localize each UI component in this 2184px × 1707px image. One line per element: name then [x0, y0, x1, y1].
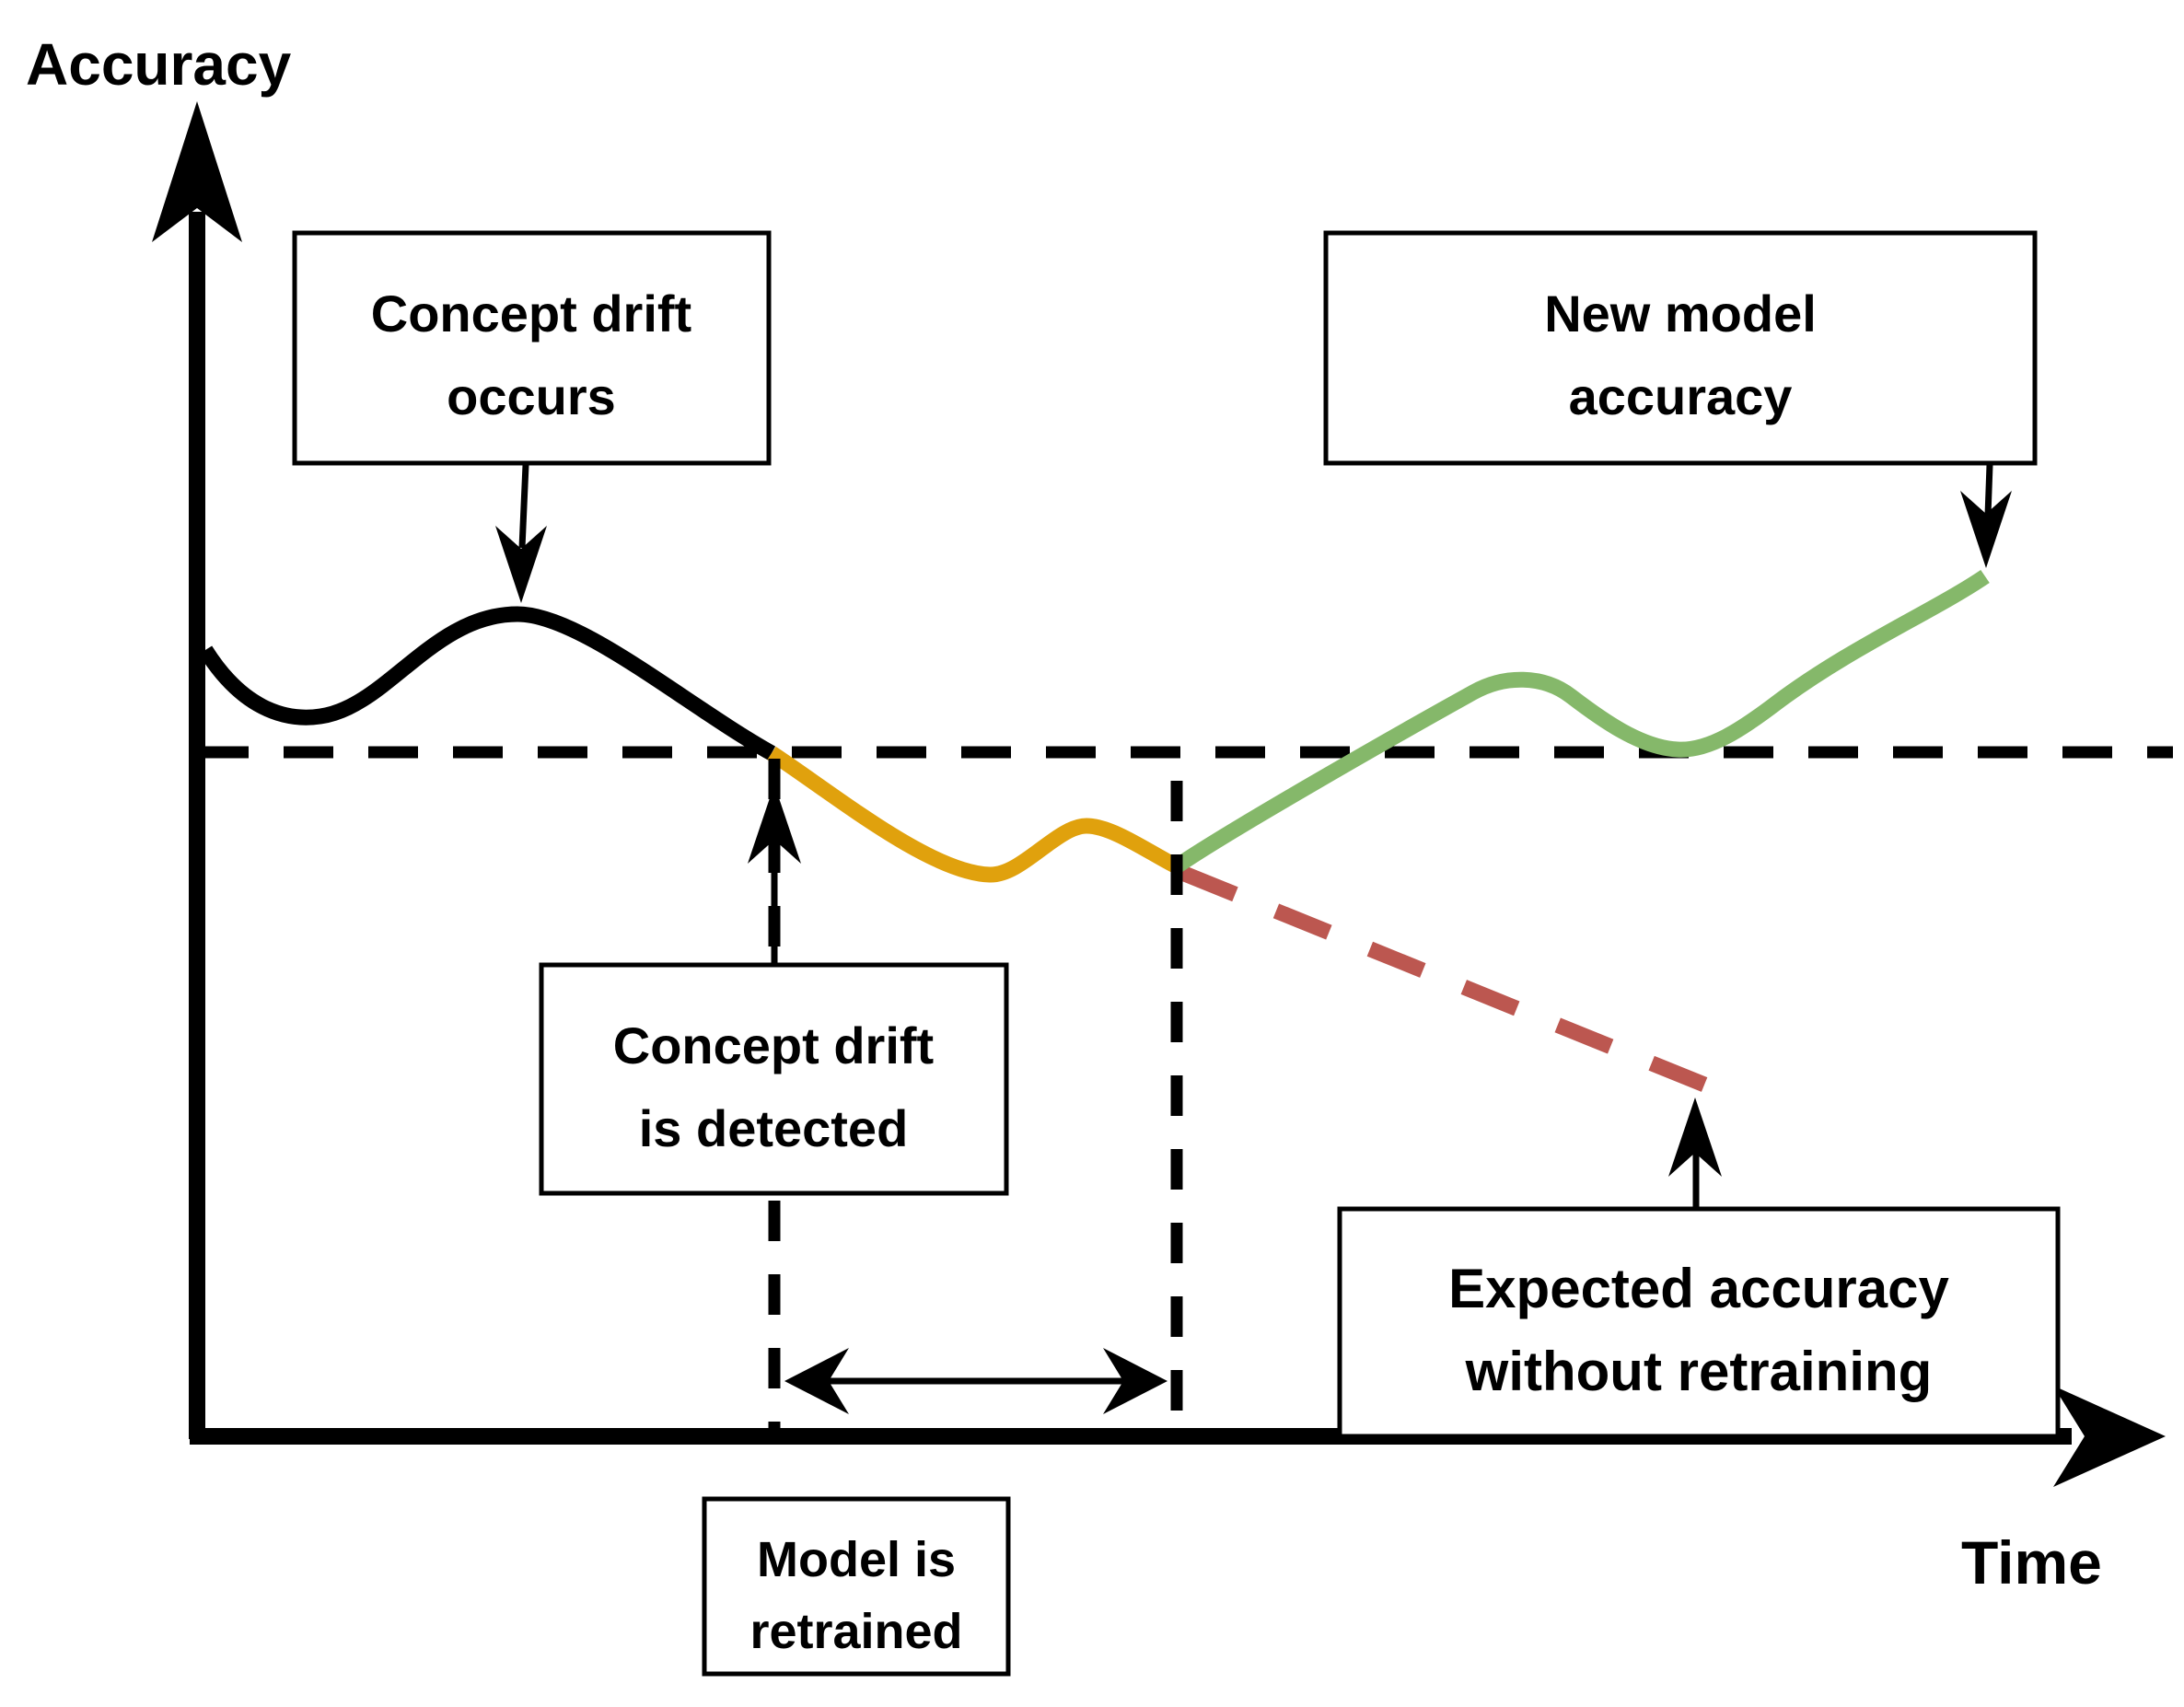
concept-drift-detected-label-line1: Concept drift — [613, 1016, 934, 1074]
concept-drift-detected-box: Concept drift is detected — [539, 784, 1009, 1196]
retrain-interval-arrow-left-head — [784, 1348, 849, 1414]
new-model-accuracy-arrow-head — [1960, 491, 2012, 568]
concept-drift-occurs-arrow-head — [495, 526, 547, 603]
new-model-accuracy-label-line1: New model — [1544, 284, 1817, 343]
concept-drift-occurs-label-line2: occurs — [447, 367, 616, 425]
new-model-accuracy-box: New model accuracy — [1323, 230, 2038, 568]
retrain-interval-arrow — [784, 1348, 1168, 1414]
concept-drift-detected-arrow-head — [748, 784, 801, 864]
expected-accuracy-rect — [1337, 1206, 2061, 1439]
drift-accuracy-curve — [767, 746, 1180, 883]
x-axis-label: Time — [1961, 1528, 2102, 1597]
y-axis-label: Accuracy — [26, 31, 292, 98]
concept-drift-detected-rect — [539, 962, 1009, 1196]
concept-drift-occurs-box: Concept drift occurs — [292, 230, 772, 603]
new-model-accuracy-label-line2: accuracy — [1569, 367, 1793, 425]
x-axis-arrowhead — [2053, 1386, 2166, 1487]
y-axis-arrowhead — [152, 101, 242, 242]
concept-drift-occurs-label-line1: Concept drift — [371, 284, 691, 343]
model-retrained-rect — [702, 1496, 1011, 1677]
expected-accuracy-dashed-line — [1179, 865, 1713, 1094]
concept-drift-occurs-arrow-stem — [518, 464, 529, 549]
concept-drift-occurs-rect — [292, 230, 772, 466]
concept-drift-detected-label-line2: is detected — [639, 1099, 909, 1157]
expected-accuracy-label-line2: without retraining — [1465, 1341, 1933, 1402]
retrain-interval-arrow-right-head — [1103, 1348, 1168, 1414]
model-retrained-box: Model is retrained — [702, 1496, 1011, 1677]
new-model-accuracy-rect — [1323, 230, 2038, 466]
model-retrained-label-line1: Model is — [757, 1532, 956, 1587]
new-model-accuracy-curve — [1172, 569, 1990, 873]
expected-accuracy-label-line1: Expected accuracy — [1448, 1258, 1949, 1319]
expected-accuracy-box: Expected accuracy without retraining — [1337, 1097, 2061, 1439]
new-model-accuracy-arrow-stem — [1984, 464, 1993, 517]
expected-accuracy-arrow-head — [1668, 1097, 1722, 1177]
model-retrained-label-line2: retrained — [749, 1604, 962, 1659]
original-accuracy-curve — [198, 606, 776, 761]
